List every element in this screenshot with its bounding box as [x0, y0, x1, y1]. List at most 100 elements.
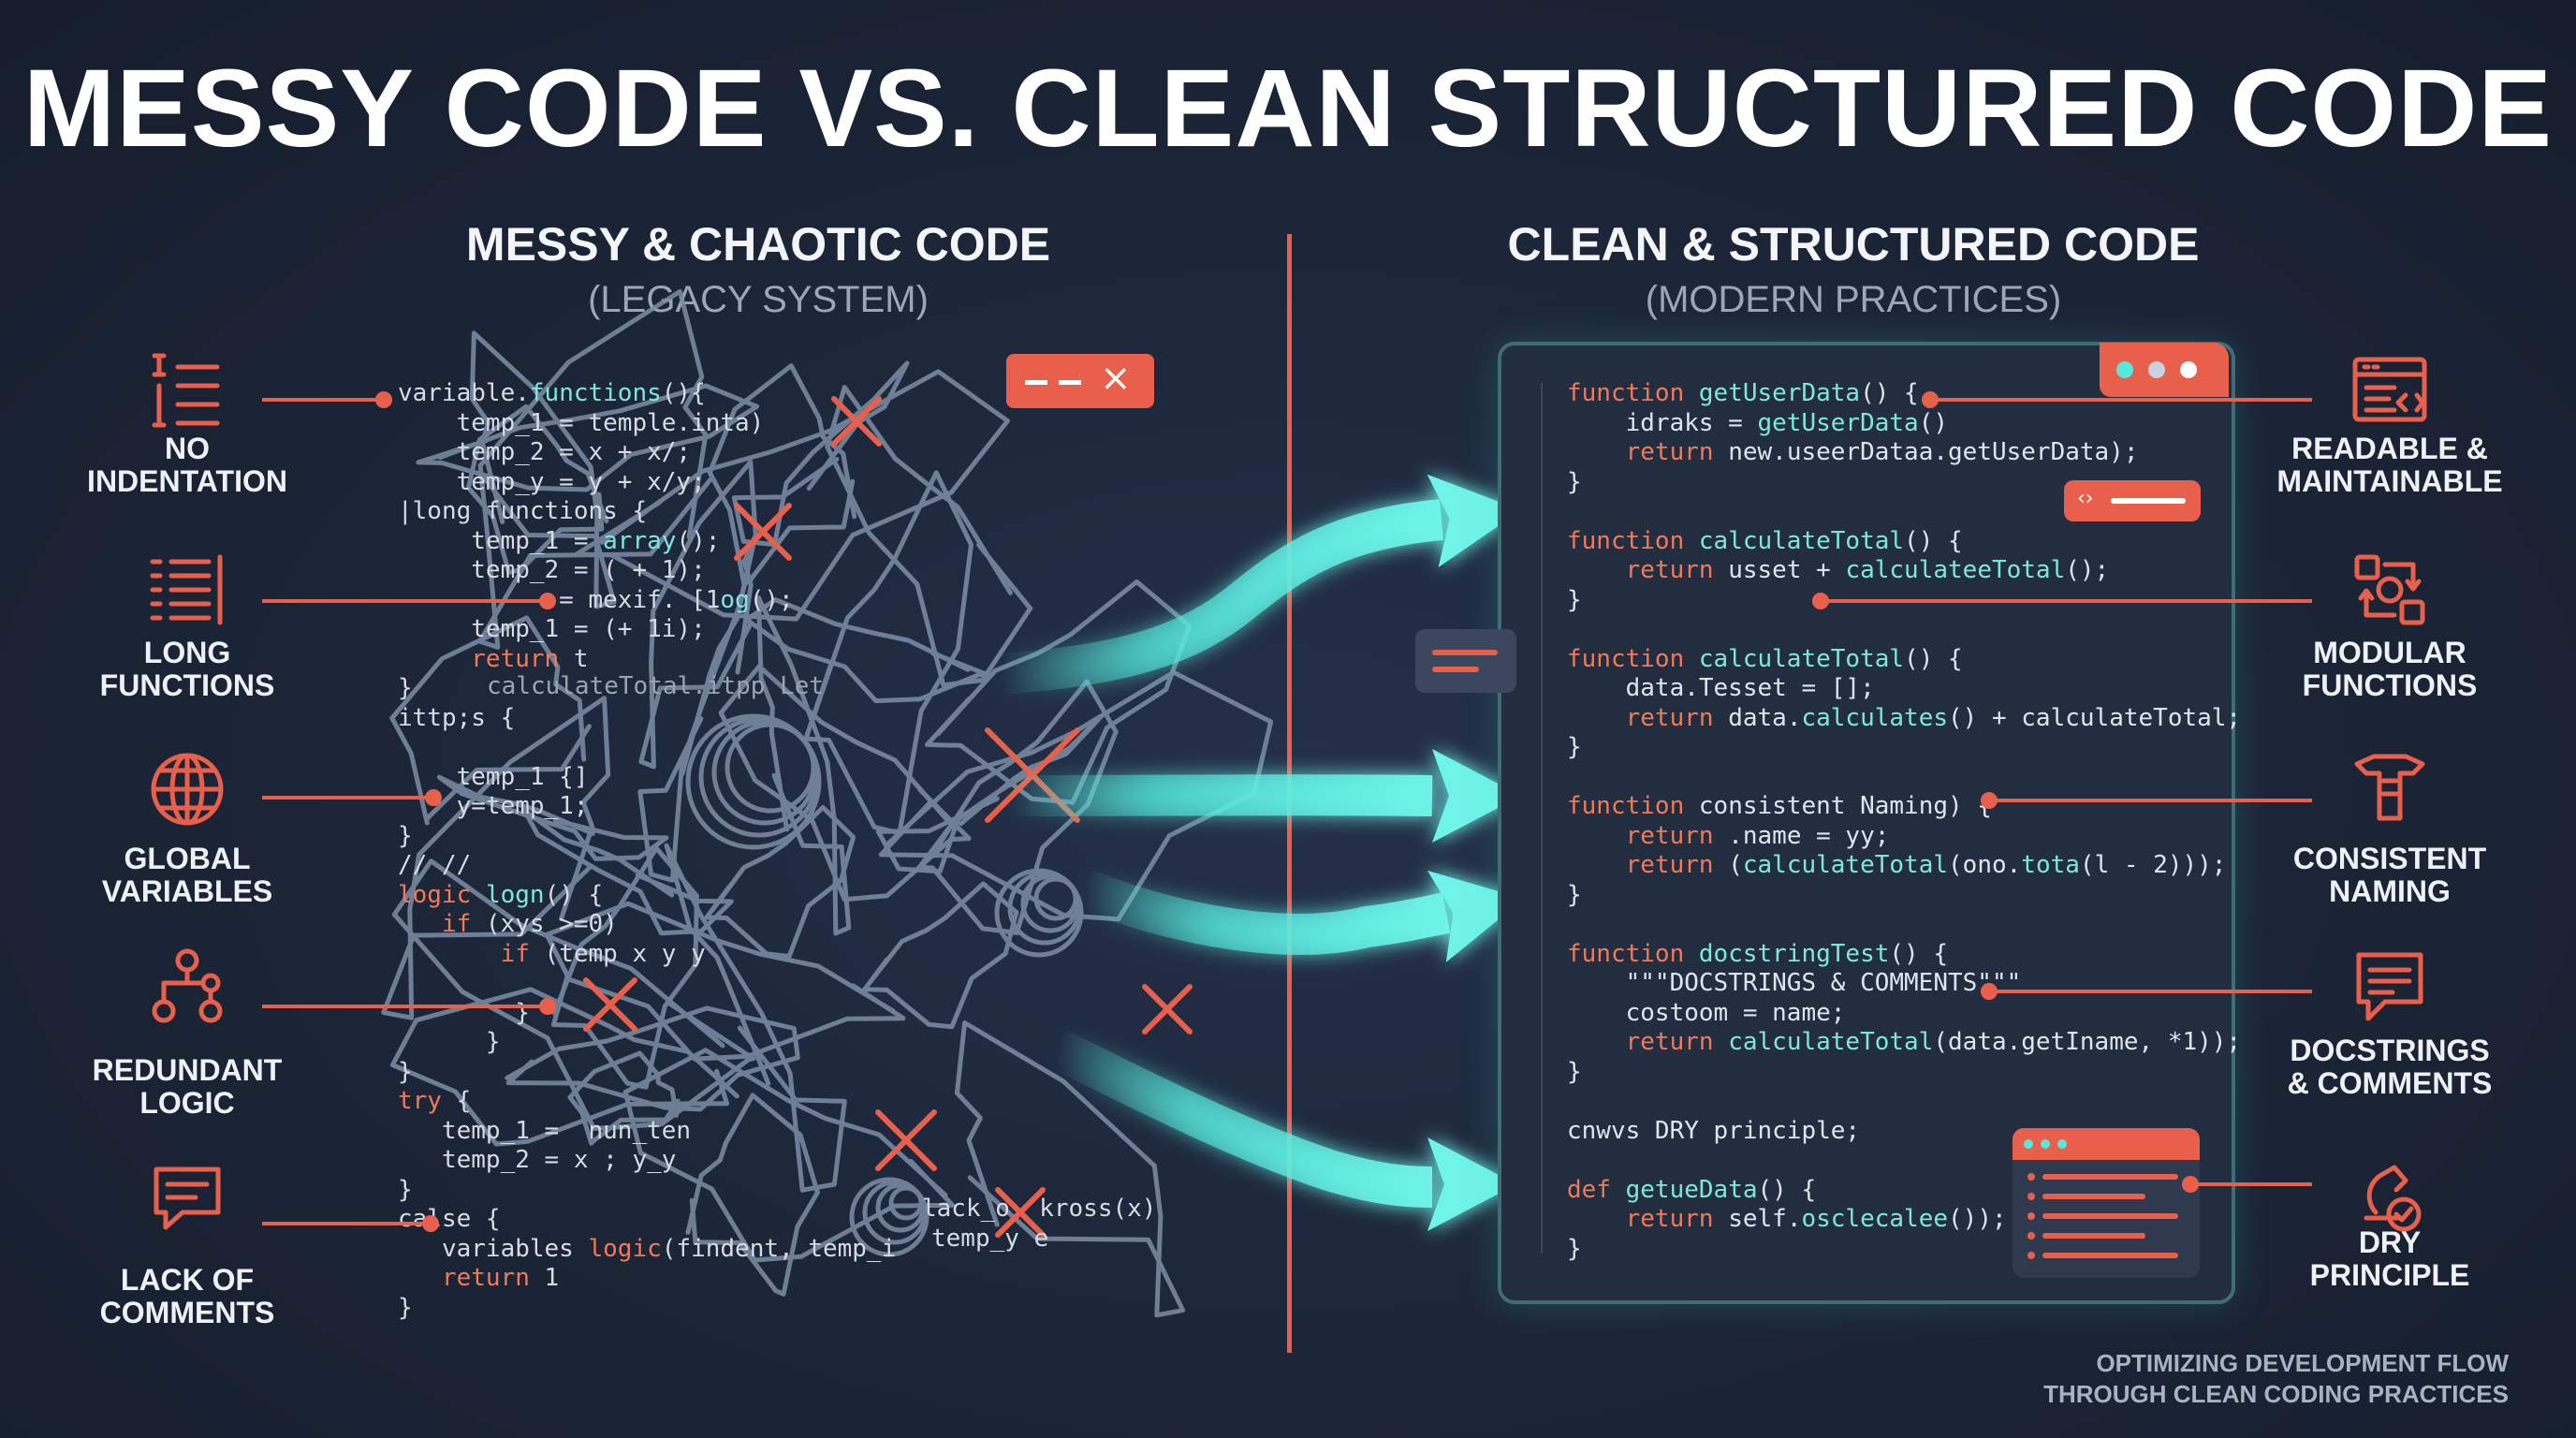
label-line: PRINCIPLE: [2309, 1258, 2470, 1292]
bullet: [2027, 1252, 2035, 1259]
connector-dot: [1981, 983, 1998, 1000]
arrow-head-icon: [1427, 1137, 1516, 1231]
code-line: return new.useerDataa.getUserData);: [1625, 438, 2139, 466]
bullet-bar: [2042, 1194, 2145, 1199]
tangle-knot: [875, 1182, 926, 1233]
tangle-strand: [505, 1005, 800, 1112]
messy-panel-header: MESSY & CHAOTIC CODE (LEGACY SYSTEM): [412, 217, 1105, 321]
clean-panel-subheading: (MODERN PRACTICES): [1645, 279, 2062, 320]
code-line: calse {: [398, 1205, 501, 1233]
connector-dot: [539, 593, 556, 609]
connector-line: [1821, 599, 2312, 603]
connector-dot: [375, 391, 392, 408]
code-line: if (temp x y y: [500, 939, 706, 968]
code-line: }: [398, 821, 413, 850]
connector-line: [262, 599, 543, 603]
window-dot: [2148, 361, 2165, 378]
connector-line: [1989, 990, 2312, 993]
error-x-icon: [734, 503, 792, 561]
code-line: }: [398, 674, 413, 702]
label-line: DRY: [2358, 1225, 2422, 1259]
code-line: return calculateTotal(data.getIname, *1)…: [1625, 1028, 2242, 1056]
label-line: NO: [165, 432, 210, 465]
code-line: return data.calculates() + calculateTota…: [1625, 703, 2242, 732]
close-icon[interactable]: ×: [1100, 357, 1132, 400]
code-line: }: [398, 1028, 501, 1056]
tangle-knot: [888, 1185, 924, 1221]
connector-line: [1989, 799, 2312, 802]
bullet-bar: [2042, 1174, 2178, 1180]
code-line: }: [1567, 880, 1582, 909]
label-line: & COMMENTS: [2287, 1066, 2493, 1100]
tangle-strand: [381, 696, 611, 1020]
tangle-strand: [637, 534, 758, 883]
label-line: FUNCTIONS: [99, 668, 275, 702]
messy-fragment: lack_o kross(x): [922, 1195, 1157, 1223]
code-line: temp_1 = (+ 1i);: [398, 615, 706, 643]
code-line: idraks = getUserData(): [1567, 408, 1948, 437]
dry-panel-badge: [2012, 1128, 2200, 1278]
messy-fragment: temp_y e: [931, 1225, 1049, 1253]
connector-dot: [1922, 391, 1939, 408]
window-dot: [2180, 361, 2197, 378]
tangle-knot: [1020, 873, 1080, 933]
code-line: return .name = yy;: [1625, 821, 1890, 850]
label-line: DOCSTRINGS: [2290, 1034, 2490, 1067]
doc-comment-icon: [2356, 952, 2423, 1021]
window-dot: [2116, 361, 2133, 378]
connector-line: [262, 796, 429, 800]
list-indent-icon: [152, 353, 220, 428]
tangle-strand: [622, 1048, 956, 1263]
label-line: GLOBAL: [124, 842, 251, 875]
bullet: [2027, 1212, 2035, 1220]
code-line: temp_1 = array();: [398, 526, 721, 555]
code-line: [1567, 763, 2241, 793]
tangle-strand: [638, 459, 758, 770]
tangle-strand: [803, 470, 973, 836]
code-line: return self.osclecalee());: [1625, 1205, 2007, 1233]
code-line: // //: [398, 851, 472, 879]
comment-icon: [154, 1167, 221, 1230]
code-line: return t: [471, 644, 589, 673]
code-line: variable.functions(){: [398, 379, 706, 407]
tangle-strand: [825, 385, 1033, 688]
label-line: READABLE &: [2291, 432, 2488, 465]
code-line: logic logn() {: [398, 880, 604, 909]
tangle-strand: [704, 805, 856, 959]
code-line: temp_2 = ( + 1);: [398, 556, 706, 584]
tangle-strand: [465, 404, 609, 575]
side-snippet-badge: [1415, 629, 1516, 693]
error-x-icon: [995, 1187, 1046, 1238]
label-line: MODULAR: [2313, 636, 2466, 669]
connector-dot: [539, 998, 556, 1015]
messy-code-block: variable.functions(){ temp_1 = temple.in…: [398, 379, 896, 1323]
code-brackets-icon: ‹›: [2077, 487, 2094, 510]
tangle-strand: [744, 597, 989, 704]
tangle-knot: [724, 722, 816, 814]
messy-fragment: calculateTotal.itpp Let: [487, 672, 825, 700]
tangle-strand: [567, 1050, 681, 1146]
code-tag-badge: ‹›: [2064, 480, 2201, 521]
clean-benefit-label: DOCSTRINGS& COMMENTS: [2268, 1034, 2511, 1100]
tangle-strand: [391, 858, 756, 1131]
messy-panel-heading: MESSY & CHAOTIC CODE: [465, 218, 1051, 271]
page-title: MESSY CODE VS. CLEAN STRUCTURED CODE: [22, 47, 2554, 170]
code-line: }: [398, 1293, 413, 1322]
tangle-strand: [755, 595, 852, 936]
code-line: temp_2 = x ; y_y: [398, 1146, 677, 1174]
flowchart-icon: [152, 948, 223, 1023]
messy-window-titlebar: ×: [1006, 354, 1154, 408]
code-line: try {: [398, 1087, 472, 1115]
code-line: ittp;s {: [398, 703, 516, 732]
code-line: def getueData() {: [1567, 1175, 1817, 1204]
bullet: [2027, 1193, 2035, 1200]
footer-caption: OPTIMIZING DEVELOPMENT FLOW THROUGH CLEA…: [2043, 1348, 2509, 1410]
tangle-strand: [707, 363, 857, 587]
tangle-strand: [685, 1093, 820, 1297]
code-line: temp_1 {]: [398, 762, 589, 791]
tangle-strand: [436, 774, 669, 861]
code-line: cnwvs DRY principle;: [1567, 1116, 1861, 1145]
